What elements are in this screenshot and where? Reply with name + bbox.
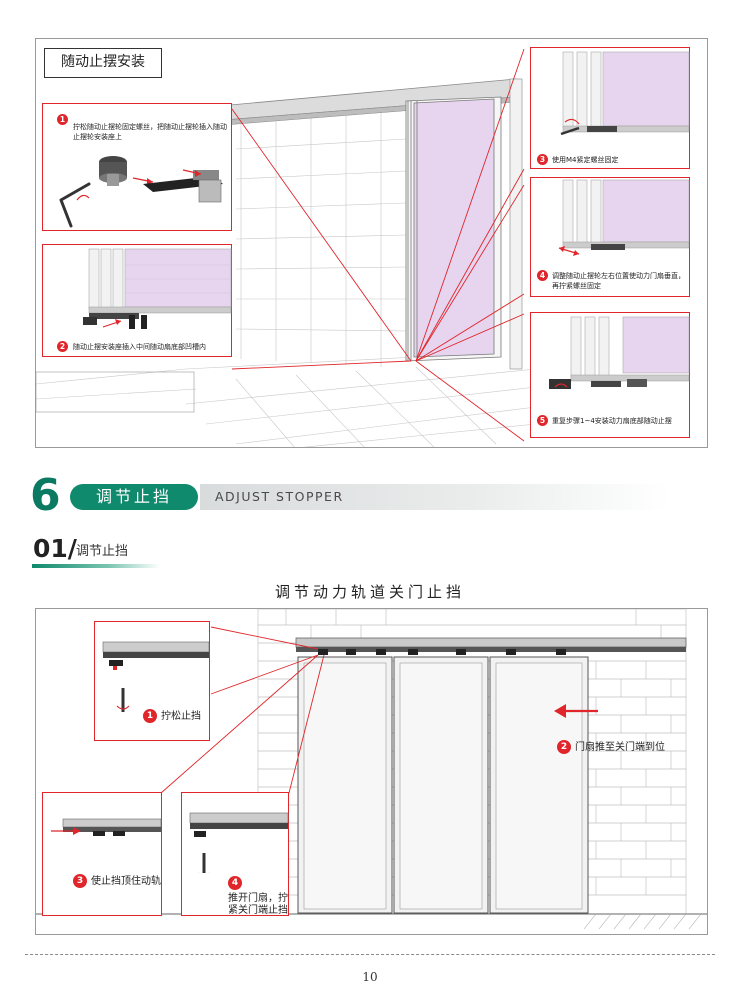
adjust-step-3-illustration xyxy=(51,818,162,836)
step-4-number: 4 xyxy=(537,270,548,281)
adjust-step-2-number: 2 xyxy=(557,740,571,754)
top-section-title: 随动止摆安装 xyxy=(44,48,162,78)
section-number: 6 xyxy=(30,470,61,521)
step-2-callout: 2 随动止摆安装座插入中间随动扇底部凹槽内 xyxy=(42,244,232,357)
step-1-text-line2: 止摆轮安装座上 xyxy=(73,133,122,141)
step-1-text-line1: 拧松随动止摆轮固定螺丝，把随动止摆轮插入随动 xyxy=(73,123,227,131)
adjust-step-1-illustration xyxy=(102,641,210,712)
step-2-illustration xyxy=(83,248,232,329)
adjust-step-4-text-line1: 推开门扇，拧 xyxy=(228,893,288,904)
step-3-callout: 3 使用M4紧定螺丝固定 xyxy=(530,47,690,169)
subsection-underline xyxy=(32,564,160,568)
adjust-step-1-text: 拧松止挡 xyxy=(161,711,201,722)
adjust-step-3-callout: 3 使止挡顶住动轨 xyxy=(42,792,162,916)
adjust-step-4-illustration xyxy=(189,812,289,873)
step-2-text: 随动止摆安装座插入中间随动扇底部凹槽内 xyxy=(73,343,206,351)
section-title-bar xyxy=(200,484,670,510)
subsection-title: 调节止挡 xyxy=(76,544,129,559)
page-number: 10 xyxy=(362,970,378,984)
adjust-step-4-number: 4 xyxy=(228,876,242,890)
step-1-callout: 1 拧松随动止摆轮固定螺丝，把随动止摆轮插入随动 止摆轮安装座上 xyxy=(42,103,232,231)
step-5-number: 5 xyxy=(537,415,548,426)
step-3-text: 使用M4紧定螺丝固定 xyxy=(552,156,619,164)
adjust-step-2-text: 门扇推至关门端到位 xyxy=(575,742,665,753)
step-1-illustration xyxy=(59,156,223,228)
step-4-illustration xyxy=(558,179,690,256)
adjust-step-4-text-line2: 紧关门端止挡 xyxy=(228,905,288,916)
adjust-step-1-number: 1 xyxy=(143,709,157,723)
step-4-text-line2: 再拧紧螺丝固定 xyxy=(552,282,601,290)
step-4-callout: 4 调整随动止摆轮左右位置使动力门扇垂直， 再拧紧螺丝固定 xyxy=(530,177,690,297)
step-3-illustration xyxy=(560,51,690,136)
step-5-text: 重复步骤1~4安装动力扇底部随动止摆 xyxy=(552,417,672,425)
step-5-illustration xyxy=(549,316,690,389)
step-5-callout: 5 重复步骤1~4安装动力扇底部随动止摆 xyxy=(530,312,690,438)
step-1-number: 1 xyxy=(57,114,68,125)
adjust-step-4-callout: 4 推开门扇，拧 紧关门端止挡 xyxy=(181,792,289,916)
step-4-text-line1: 调整随动止摆轮左右位置使动力门扇垂直， xyxy=(552,272,685,280)
step-3-number: 3 xyxy=(537,154,548,165)
diagram-title: 调节动力轨道关门止挡 xyxy=(274,583,465,601)
top-diagram-illustration xyxy=(36,48,537,447)
step-2-number: 2 xyxy=(57,341,68,352)
bottom-diagram-illustration xyxy=(36,609,707,930)
adjust-step-3-number: 3 xyxy=(73,874,87,888)
section-title-en: ADJUST STOPPER xyxy=(215,489,344,504)
footer-divider xyxy=(25,954,715,955)
adjust-step-3-text: 使止挡顶住动轨 xyxy=(91,876,161,887)
section-title-cn: 调节止挡 xyxy=(70,484,198,510)
adjust-step-1-callout: 1 拧松止挡 xyxy=(94,621,210,741)
subsection-number: 01/ xyxy=(33,534,77,563)
